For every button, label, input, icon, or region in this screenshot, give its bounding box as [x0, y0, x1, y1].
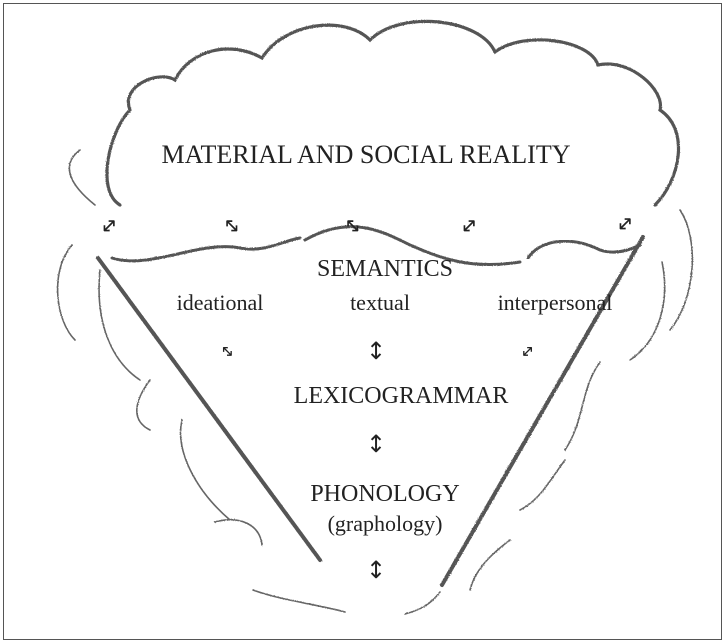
wisp-left-1 — [58, 245, 75, 340]
ideational-label: ideational — [150, 290, 290, 316]
interpersonal-label: interpersonal — [470, 290, 640, 316]
wisp-right-6 — [405, 592, 440, 614]
wisp-right-4 — [520, 460, 565, 510]
reality-cloud-outline — [107, 21, 679, 205]
wisp-left-3 — [137, 380, 150, 430]
wisp-right-5 — [470, 540, 510, 590]
cloud-left-wisp — [69, 150, 95, 205]
textual-label: textual — [320, 290, 440, 316]
semantics-wave-left — [112, 238, 300, 261]
vertical-double-arrow-icon: ↕ — [365, 339, 387, 363]
vertical-double-arrow-icon: ↕ — [365, 558, 387, 582]
wisp-left-5 — [215, 520, 262, 545]
semantics-wave-right — [528, 241, 640, 258]
phonology-label: PHONOLOGY — [300, 481, 470, 508]
wisp-left-6 — [253, 590, 345, 612]
graphology-label: (graphology) — [300, 511, 470, 537]
wisp-left-4 — [181, 420, 230, 520]
wisp-right-1 — [670, 210, 692, 330]
wisp-right-3 — [565, 362, 600, 450]
lexicogrammar-label: LEXICOGRAMMAR — [276, 383, 526, 410]
vertical-double-arrow-icon: ↕ — [365, 432, 387, 456]
reality-label: MATERIAL AND SOCIAL REALITY — [156, 140, 576, 170]
semantics-label: SEMANTICS — [300, 256, 470, 283]
